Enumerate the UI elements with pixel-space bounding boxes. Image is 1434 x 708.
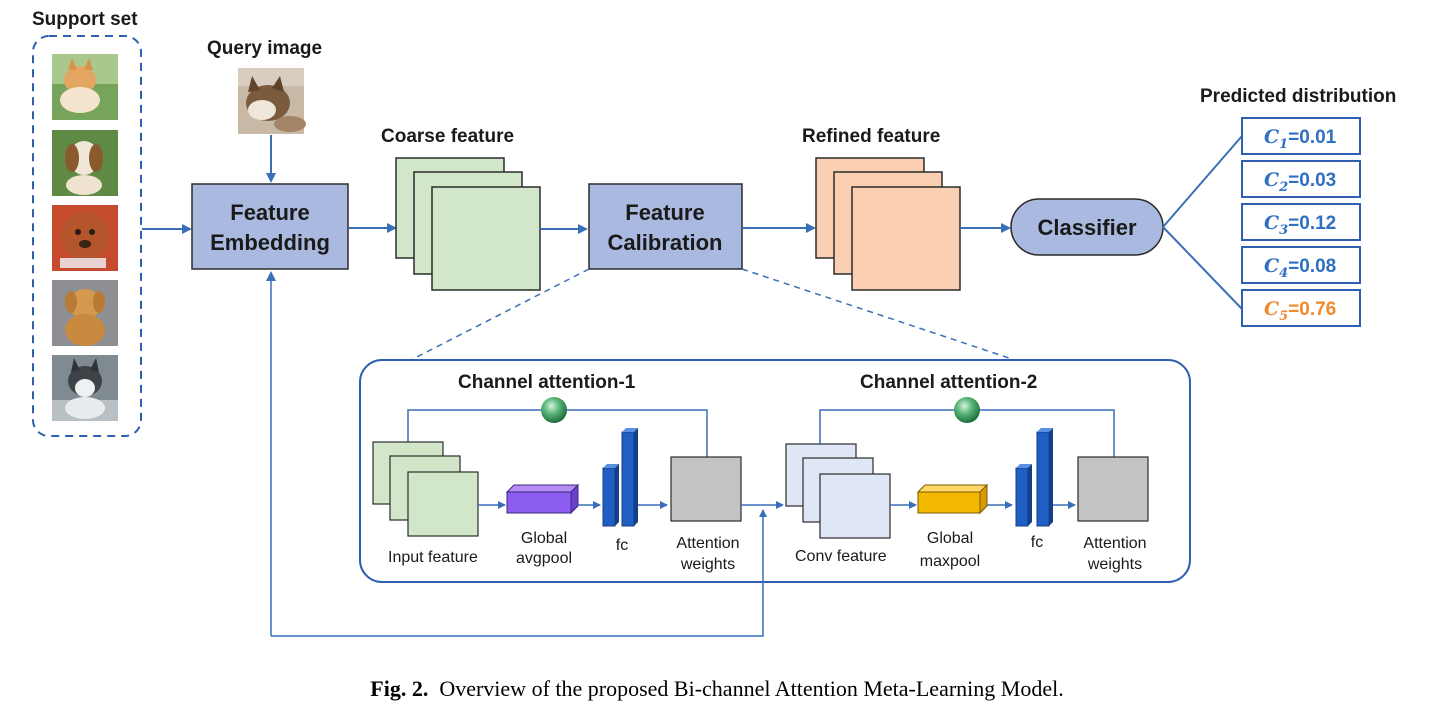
fc-layer-1 [602, 428, 638, 527]
refined-feature-label: Refined feature [802, 126, 940, 147]
attention-weights-2-label-a: Attention [1083, 535, 1146, 552]
coarse-feature-label: Coarse feature [381, 126, 514, 147]
feature-calibration-label-1: Feature [625, 200, 704, 225]
attention-weights-2-label-b: weights [1087, 556, 1142, 573]
distribution-value-3: C3=0.12 [1264, 212, 1336, 238]
global-maxpool-block [916, 483, 989, 515]
query-image-husky [238, 68, 306, 134]
feature-calibration-label-2: Calibration [608, 230, 723, 255]
zoom-line-right [741, 268, 1016, 361]
support-image-corgi [52, 54, 118, 120]
multiply-node-2 [954, 397, 980, 423]
support-set-label: Support set [32, 9, 138, 30]
support-set-border [32, 35, 142, 437]
distribution-value-4: C4=0.08 [1264, 255, 1336, 281]
distribution-box-4 [1241, 246, 1361, 284]
distribution-value-2: C2=0.03 [1264, 169, 1336, 195]
support-image-beagle [52, 130, 118, 196]
distribution-box-2 [1241, 160, 1361, 198]
attention-weights-2-box [1077, 456, 1149, 522]
classifier-fan-lines [1162, 135, 1243, 310]
global-maxpool-label-1: Global [927, 530, 973, 547]
distribution-box-5 [1241, 289, 1361, 327]
global-avgpool-block [505, 483, 580, 515]
global-avgpool-label-1: Global [521, 530, 567, 547]
support-image-poodle [52, 205, 118, 271]
distribution-value-1: C1=0.01 [1264, 126, 1337, 152]
fc-label-2: fc [1031, 534, 1043, 551]
fc-label-1: fc [616, 537, 628, 554]
attention-weights-1-label-b: weights [680, 556, 735, 573]
distribution-box-3 [1241, 203, 1361, 241]
distribution-value-5: C5=0.76 [1264, 298, 1336, 324]
attention-weights-1-box [670, 456, 742, 522]
global-maxpool-label-2: maxpool [920, 553, 980, 570]
channel-attention-2-title: Channel attention-2 [860, 372, 1037, 393]
calibration-detail-panel [359, 359, 1191, 583]
predicted-distribution-label: Predicted distribution [1200, 86, 1396, 107]
refined-feature-stack [815, 157, 961, 291]
feedback-loop-up-arrow [271, 509, 767, 637]
attention-weights-1-label-a: Attention [676, 535, 739, 552]
query-image-label: Query image [207, 38, 322, 59]
fc-layer-2 [1015, 428, 1053, 527]
conv-feature-stack [785, 443, 891, 539]
figure-caption: Fig. 2. Overview of the proposed Bi-chan… [0, 676, 1434, 702]
feature-calibration-box [588, 183, 743, 270]
zoom-line-left [410, 268, 590, 361]
support-image-husky [52, 355, 118, 421]
feature-embedding-box [191, 183, 349, 270]
feature-embedding-label-2: Embedding [210, 230, 330, 255]
input-feature-stack [372, 441, 479, 537]
classifier-label: Classifier [1037, 215, 1136, 240]
figure-caption-text: Overview of the proposed Bi-channel Atte… [439, 676, 1064, 701]
channel-attention-1-title: Channel attention-1 [458, 372, 636, 393]
support-image-golden-retriever [52, 280, 118, 346]
distribution-box-1 [1241, 117, 1361, 155]
figure-number: Fig. 2. [370, 676, 429, 701]
multiply-node-1 [541, 397, 567, 423]
coarse-feature-stack [395, 157, 541, 291]
feature-embedding-label-1: Feature [230, 200, 309, 225]
input-feature-label: Input feature [388, 549, 478, 566]
conv-feature-label: Conv feature [795, 548, 887, 565]
global-avgpool-label-2: avgpool [516, 550, 572, 567]
